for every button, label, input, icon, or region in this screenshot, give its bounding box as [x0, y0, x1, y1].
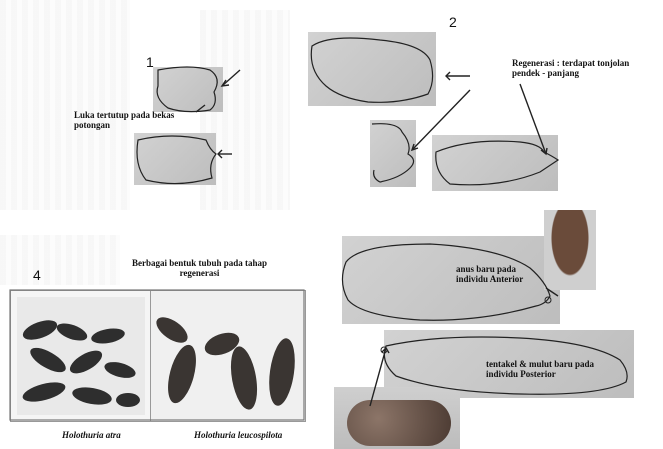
arrow-anus: [546, 288, 558, 296]
outline-elongated-piece: [436, 141, 558, 185]
atra-specimen: [20, 316, 59, 343]
outline-large-piece: [311, 38, 432, 102]
arrow-tail: [520, 84, 546, 154]
leucospilota-specimen: [152, 312, 192, 347]
atra-specimen: [71, 385, 113, 408]
atra-specimen: [90, 326, 126, 346]
outline-top-piece: [157, 67, 217, 112]
outline-small-piece: [372, 124, 414, 182]
leucospilota-specimen: [163, 342, 202, 406]
atra-specimen: [27, 343, 70, 377]
atra-specimen: [66, 346, 105, 378]
arrow-small: [412, 90, 470, 150]
outline-posterior: [384, 337, 627, 394]
atra-specimen: [103, 359, 138, 381]
outline-bottom-piece: [137, 136, 216, 184]
leucospilota-specimen: [227, 344, 262, 411]
arrow-top: [222, 70, 240, 86]
atra-specimen: [21, 379, 68, 406]
outline-anterior: [342, 244, 550, 320]
atra-specimen: [116, 393, 140, 407]
arrow-tentakel: [370, 348, 386, 406]
atra-specimen: [55, 320, 90, 344]
leucospilota-specimen: [265, 337, 298, 408]
